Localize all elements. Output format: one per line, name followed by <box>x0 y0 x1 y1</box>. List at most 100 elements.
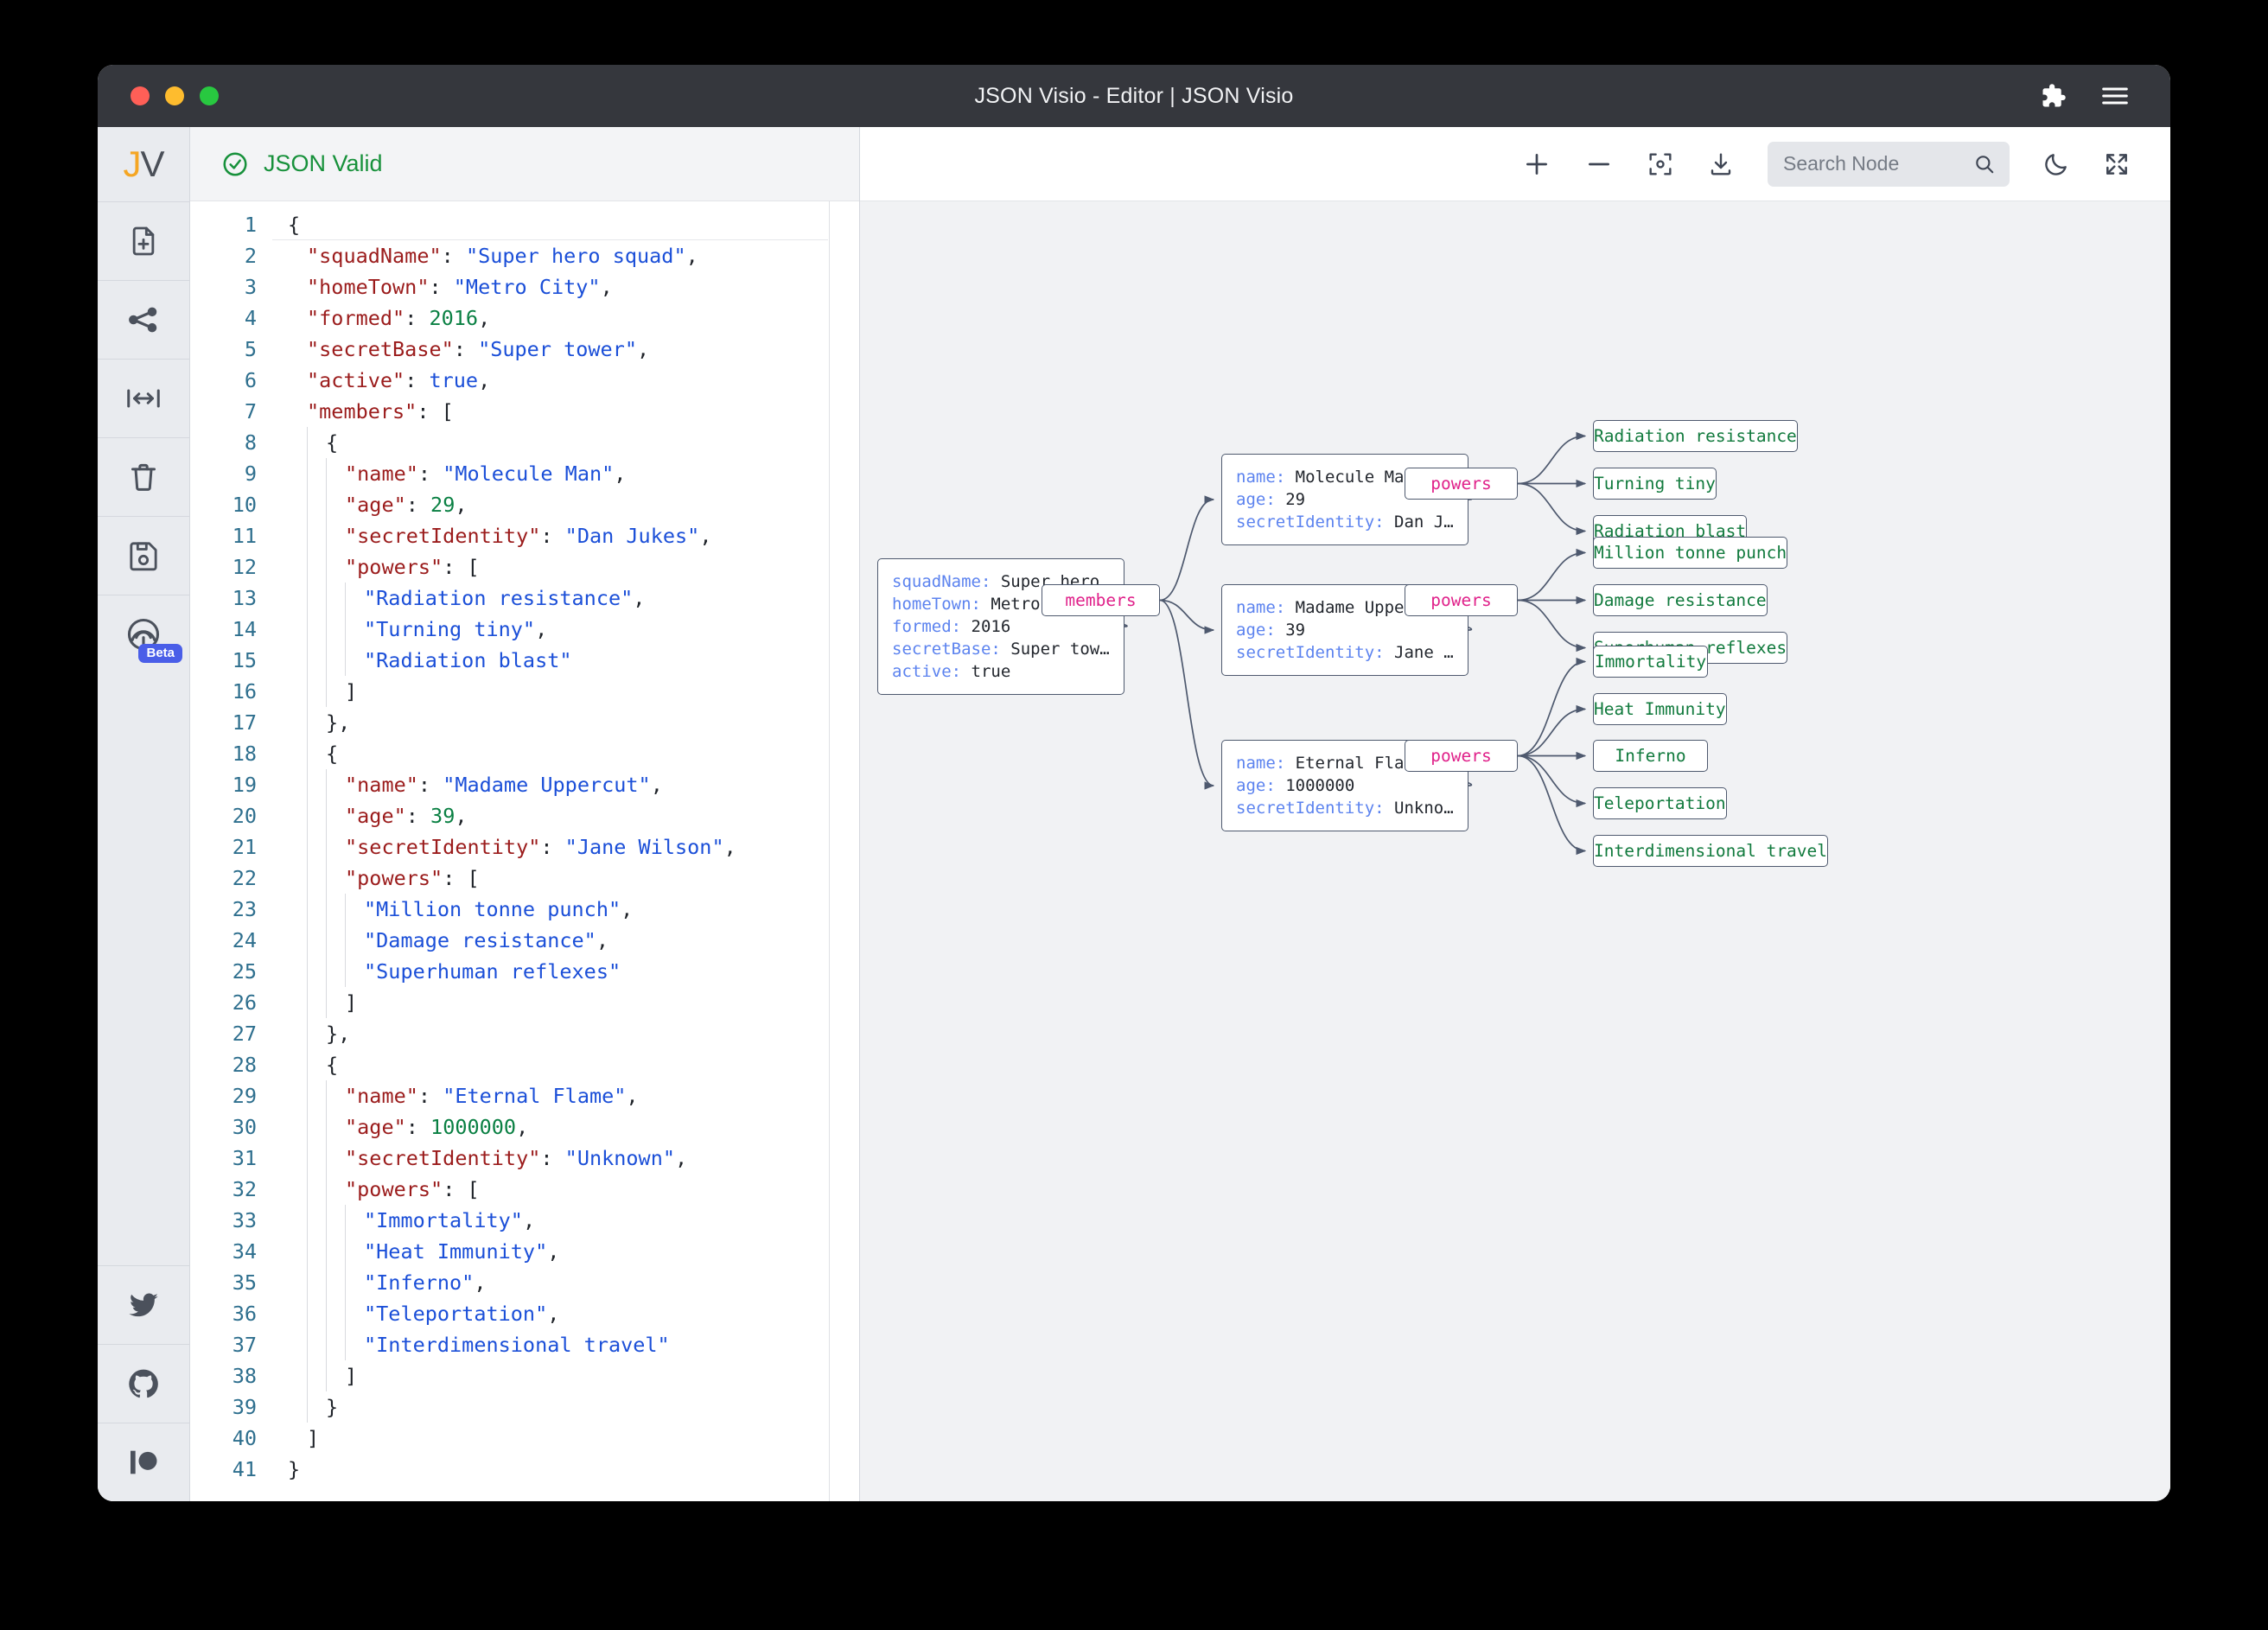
token-punct: , <box>535 617 548 641</box>
menu-icon[interactable] <box>2101 85 2129 107</box>
graph-node-object[interactable]: squadName: Super hero…homeTown: Metro Ci… <box>877 558 1124 695</box>
graph-node-leaf[interactable]: Teleportation <box>1593 787 1727 819</box>
sidebar-item-github[interactable] <box>98 1344 189 1423</box>
graph-node-leaf[interactable]: Turning tiny <box>1593 468 1717 500</box>
node-property: secretIdentity: Jane … <box>1236 641 1454 664</box>
sidebar-item-import-file[interactable] <box>98 201 189 280</box>
minimize-button[interactable] <box>165 86 184 105</box>
sidebar-item-rotate-layout[interactable] <box>98 359 189 437</box>
indent-guide <box>307 427 326 458</box>
indent-guide <box>288 707 307 738</box>
graph-edge <box>1517 431 1587 485</box>
token-key: "age" <box>345 1115 406 1139</box>
graph-node-leaf[interactable]: Heat Immunity <box>1593 693 1727 725</box>
center-view-icon[interactable] <box>1647 150 1674 178</box>
titlebar-actions <box>2041 83 2129 109</box>
indent-guide <box>288 271 307 302</box>
graph-node-key[interactable]: powers <box>1405 584 1518 616</box>
token-key: "powers" <box>345 866 443 890</box>
code-line: 13"Radiation resistance", <box>190 583 859 614</box>
token-key: "powers" <box>345 1177 443 1201</box>
token-punct: : <box>405 804 431 828</box>
fullscreen-icon[interactable] <box>2103 150 2131 178</box>
node-label-text: Teleportation <box>1594 793 1726 813</box>
token-key: "name" <box>345 462 418 486</box>
extensions-icon[interactable] <box>2041 83 2067 109</box>
search-input[interactable] <box>1783 152 1965 175</box>
zoom-out-icon[interactable] <box>1584 150 1614 179</box>
graph-node-key[interactable]: powers <box>1405 740 1518 772</box>
code-editor[interactable]: 1{2"squadName": "Super hero squad",3"hom… <box>190 201 859 1501</box>
code-line-text: }, <box>272 707 350 738</box>
token-punct: : <box>417 773 443 797</box>
beta-badge: Beta <box>138 644 182 663</box>
indent-guide <box>288 302 307 334</box>
token-punct: , <box>650 773 663 797</box>
code-lines[interactable]: 1{2"squadName": "Super hero squad",3"hom… <box>190 201 859 1501</box>
line-number: 6 <box>244 368 257 392</box>
code-line-text: "name": "Madame Uppercut", <box>272 769 663 800</box>
graph-node-leaf[interactable]: Million tonne punch <box>1593 537 1788 569</box>
indent-guide <box>307 583 326 614</box>
sidebar-item-patreon[interactable] <box>98 1423 189 1501</box>
code-line-text: "secretBase": "Super tower", <box>272 334 649 365</box>
graph-node-leaf[interactable]: Inferno <box>1593 740 1708 772</box>
code-line-text: "Teleportation", <box>272 1298 559 1329</box>
code-line-text: { <box>272 1049 338 1080</box>
code-line-text: "Interdimensional travel" <box>272 1329 670 1360</box>
dark-mode-icon[interactable] <box>2042 150 2070 178</box>
code-line: 23"Million tonne punch", <box>190 894 859 925</box>
sidebar-item-clear[interactable] <box>98 437 189 516</box>
node-property-key: secretIdentity: <box>1236 799 1395 818</box>
indent-guide <box>307 769 326 800</box>
zoom-in-icon[interactable] <box>1522 150 1551 179</box>
graph-canvas[interactable]: squadName: Super hero…homeTown: Metro Ci… <box>860 201 2170 1501</box>
graph-node-leaf[interactable]: Interdimensional travel <box>1593 835 1829 867</box>
indent-guide <box>326 551 345 583</box>
clear-icon <box>126 460 161 494</box>
maximize-button[interactable] <box>200 86 219 105</box>
graph-node-leaf[interactable]: Radiation resistance <box>1593 420 1798 452</box>
node-property-value: Eternal Flame <box>1295 754 1424 773</box>
indent-guide <box>288 800 307 831</box>
indent-guide <box>288 240 307 271</box>
graph-edge <box>1517 755 1587 808</box>
line-number: 37 <box>232 1333 257 1357</box>
graph-pane: squadName: Super hero…homeTown: Metro Ci… <box>860 127 2170 1501</box>
indent-guide <box>288 894 307 925</box>
code-line-text: "powers": [ <box>272 1174 480 1205</box>
graph-node-key[interactable]: powers <box>1405 468 1518 500</box>
search-node-box[interactable] <box>1768 141 2010 187</box>
token-str: "Radiation resistance" <box>364 586 634 610</box>
token-key: "secretIdentity" <box>345 1146 541 1170</box>
sidebar-item-share[interactable] <box>98 280 189 359</box>
code-line: 20"age": 39, <box>190 800 859 831</box>
line-number: 20 <box>232 804 257 828</box>
token-punct: , <box>596 928 608 952</box>
token-str: "Damage resistance" <box>364 928 596 952</box>
active-line-underline <box>272 239 828 240</box>
sidebar-item-save[interactable] <box>98 516 189 595</box>
line-number: 22 <box>232 866 257 890</box>
line-number: 33 <box>232 1208 257 1232</box>
graph-node-key[interactable]: members <box>1042 584 1160 616</box>
line-number: 34 <box>232 1239 257 1264</box>
sidebar-item-twitter[interactable] <box>98 1265 189 1344</box>
indent-guide <box>288 520 307 551</box>
indent-guide <box>307 1049 326 1080</box>
download-icon[interactable] <box>1707 150 1735 178</box>
indent-guide <box>326 1329 345 1360</box>
graph-node-leaf[interactable]: Damage resistance <box>1593 584 1768 616</box>
indent-guide <box>288 1329 307 1360</box>
line-number: 12 <box>232 555 257 579</box>
indent-guide <box>288 1018 307 1049</box>
sidebar-item-cloud[interactable]: Beta <box>98 595 189 673</box>
code-line-text: "Damage resistance", <box>272 925 608 956</box>
code-line: 26] <box>190 987 859 1018</box>
search-icon[interactable] <box>1973 153 1996 175</box>
close-button[interactable] <box>131 86 150 105</box>
graph-node-leaf[interactable]: Immortality <box>1593 646 1708 678</box>
token-key: "members" <box>307 399 417 423</box>
